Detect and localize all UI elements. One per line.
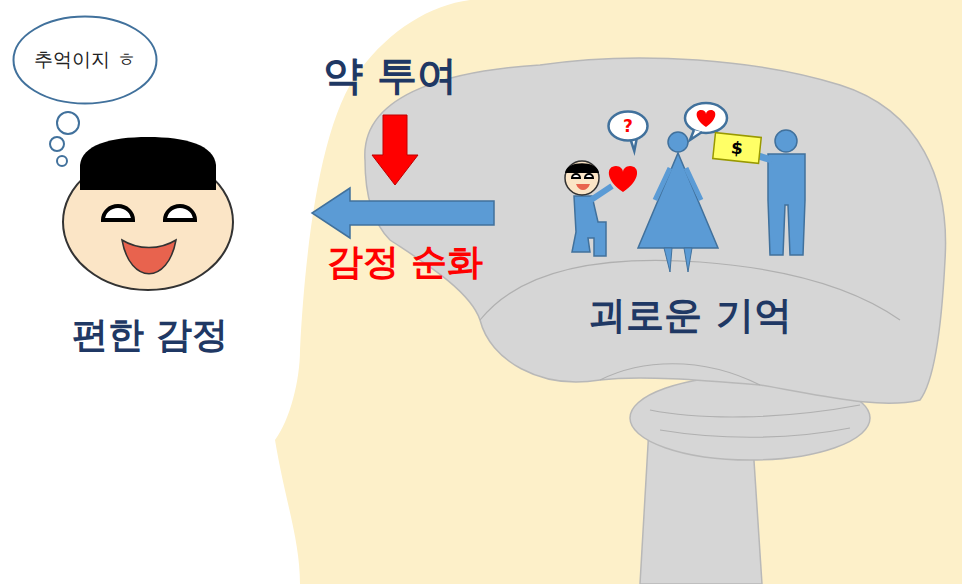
soothing-label: 감정 순화	[327, 238, 484, 287]
brain-folds	[480, 260, 900, 385]
bubble-outline	[14, 17, 157, 104]
heart-bubble	[685, 103, 727, 133]
kneeling-man-body	[572, 196, 606, 256]
hair	[80, 137, 216, 190]
bubble-outline	[609, 112, 648, 141]
kneeling-man-eyes	[572, 174, 593, 178]
man-body	[768, 154, 805, 255]
cerebrum	[365, 58, 946, 403]
woman-arms	[655, 168, 701, 200]
kneeling-man-hair	[565, 163, 599, 173]
node-text: 추억이지 ㅎ	[34, 47, 135, 73]
head-silhouette	[275, 0, 962, 584]
speech-bubble: ?	[607, 110, 649, 142]
cerebellum-folds	[650, 405, 860, 437]
thought-bubble: 추억이지 ㅎ	[12, 15, 158, 105]
mouth	[122, 240, 176, 274]
thought-dot	[57, 112, 79, 134]
thought-dot	[57, 156, 67, 166]
man-head	[775, 130, 797, 152]
node-text: $	[730, 137, 744, 158]
heart	[697, 110, 716, 127]
heart	[609, 166, 637, 192]
eye-right	[165, 206, 195, 220]
woman-head	[668, 132, 688, 152]
kneeling-man-face	[565, 161, 599, 195]
kneeling-man-mouth	[576, 184, 590, 190]
memory-label: 괴로운 기억	[588, 290, 791, 341]
thought-dot	[50, 137, 64, 151]
drug-label: 약 투여	[323, 48, 457, 103]
left-arrow	[312, 188, 494, 238]
comfort-label: 편한 감정	[72, 311, 229, 360]
bill-outline	[713, 133, 761, 164]
woman-body	[638, 153, 718, 248]
eye-left	[103, 206, 133, 220]
woman-legs	[664, 248, 692, 272]
down-arrow	[372, 115, 418, 185]
node-text: ?	[623, 116, 633, 136]
money-bill: $	[712, 132, 763, 165]
heart-bubble-tail	[690, 130, 702, 140]
